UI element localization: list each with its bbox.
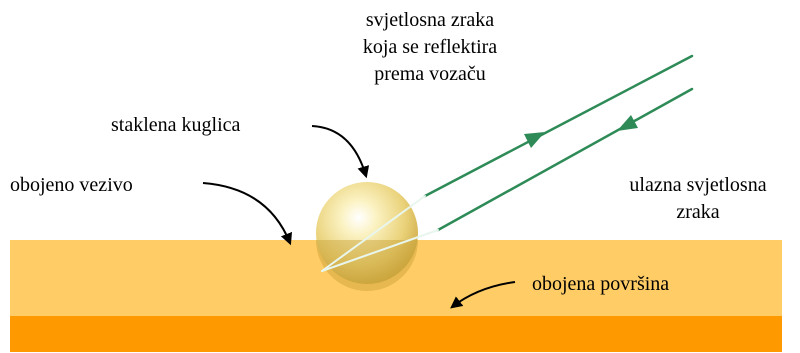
incoming-ray-label-line-2: zraka — [596, 199, 800, 226]
reflected-ray-label-line-2: koja se reflektira — [305, 34, 555, 61]
reflected-ray-label-line-1: svjetlosna zraka — [305, 7, 555, 34]
incoming-ray-label-line-1: ulazna svjetlosna — [596, 172, 800, 199]
outgoing-arrowhead-icon — [524, 132, 545, 148]
bead-pointer-arrow-icon — [312, 126, 366, 176]
glass-bead — [316, 182, 418, 291]
reflected-ray-label-line-3: prema vozaču — [305, 61, 555, 88]
colored-binder-label: obojeno vezivo — [10, 172, 133, 199]
reflected-ray-label: svjetlosna zraka koja se reflektira prem… — [305, 7, 555, 88]
incoming-ray-label: ulazna svjetlosna zraka — [596, 172, 800, 226]
painted-surface-label: obojena površina — [532, 271, 669, 298]
binder-pointer-arrow-icon — [203, 183, 290, 243]
incoming-arrowhead-icon — [617, 115, 638, 131]
painted-surface — [10, 316, 782, 352]
glass-bead-label: staklena kuglica — [111, 112, 240, 139]
